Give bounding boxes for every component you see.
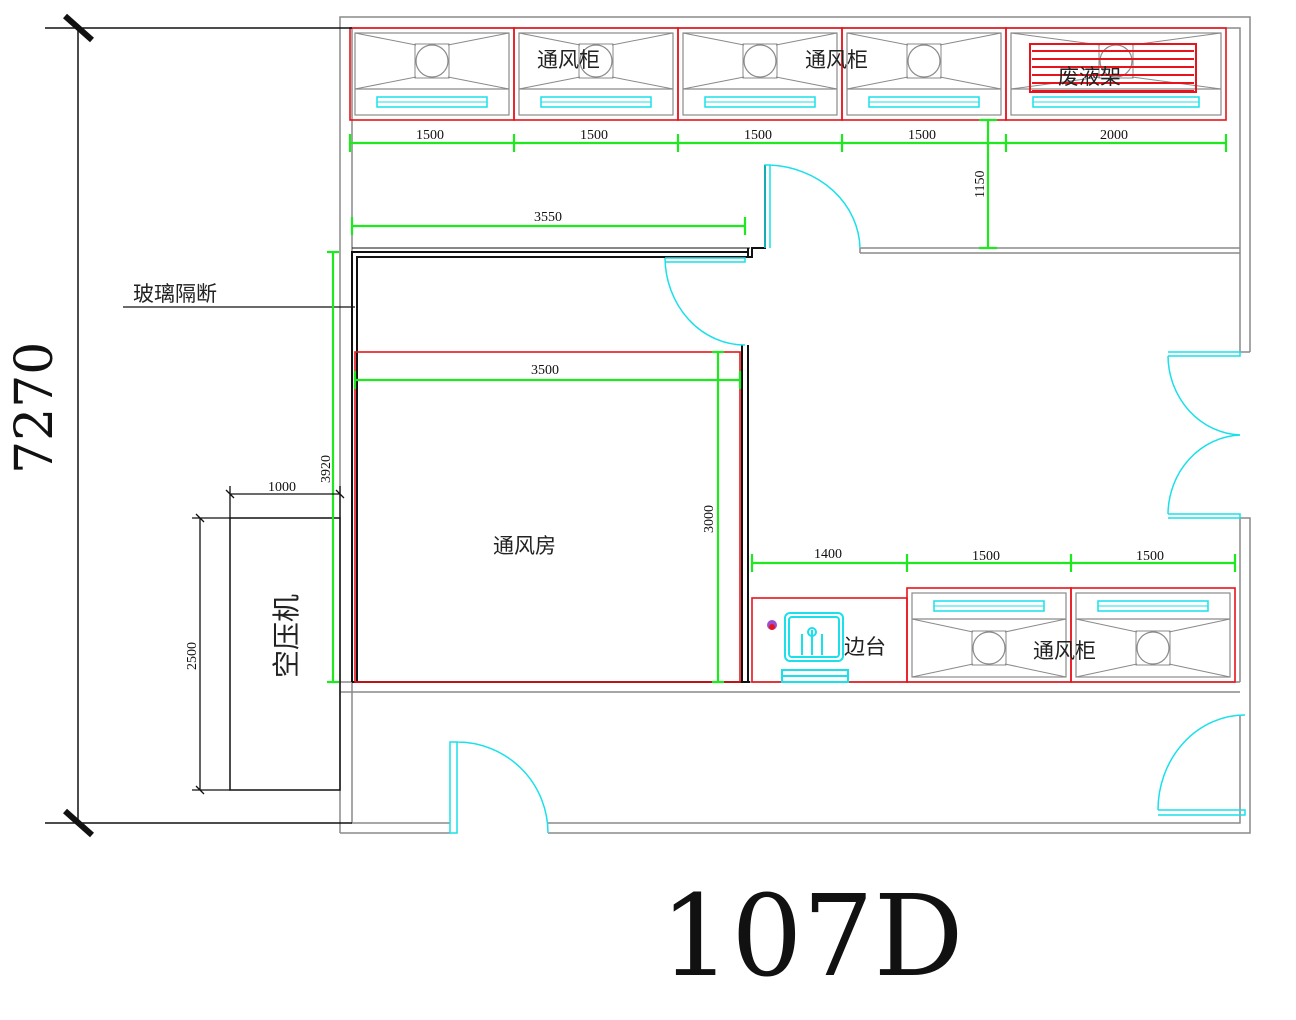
fan-box (971, 630, 1007, 666)
fume-hood-bottom-label: 通风柜 (1033, 639, 1096, 663)
room-number-title: 107D (660, 872, 964, 1002)
fume-hood-inner (1010, 32, 1222, 116)
dim-bottom-3: 1500 (1136, 549, 1164, 564)
dim-line-bottom (750, 554, 1237, 572)
side-bench-label: 边台 (844, 635, 886, 659)
doors (449, 164, 1246, 834)
fan-icon (743, 44, 777, 78)
faucet-icon (767, 620, 777, 630)
dim-bottom-1: 1400 (814, 547, 842, 562)
dim-top-1: 1500 (416, 128, 444, 143)
dim-line-corridor (979, 118, 997, 250)
fan-box (906, 43, 942, 79)
fan-icon (579, 44, 613, 78)
dim-line-partition-width (350, 217, 747, 235)
hood-lines (682, 32, 838, 90)
door-vent-room (664, 257, 746, 346)
fan-box (1135, 630, 1171, 666)
fan-icon (972, 631, 1006, 665)
waste-rack-grid (1029, 43, 1197, 93)
dim-room-width: 3500 (531, 363, 559, 378)
dimension-lines (192, 118, 1237, 795)
bottom-bench-wall (340, 681, 1240, 693)
dim-compressor-width: 1000 (268, 480, 296, 495)
hood-lines (846, 32, 1002, 90)
fume-hood-bottom-2 (1070, 587, 1236, 683)
fume-hood-outline (1070, 587, 1236, 683)
overall-dimension-line (45, 13, 352, 838)
door-right-double-lower (1167, 434, 1241, 519)
waste-rack-label: 废液架 (1058, 65, 1121, 89)
fan-box (742, 43, 778, 79)
waste-rack (1005, 27, 1227, 121)
door-bottom-left (449, 741, 549, 834)
overall-dimension-label: 7270 (5, 342, 65, 474)
dim-bottom-2: 1500 (972, 549, 1000, 564)
fume-hood-top-4 (841, 27, 1007, 121)
hood-lines (354, 32, 510, 90)
fume-hood-outline (841, 27, 1007, 121)
fume-hood-inner (518, 32, 674, 116)
fan-box (578, 43, 614, 79)
dim-line-room-width (353, 371, 742, 389)
dim-line-partition-height (327, 250, 339, 684)
fume-hood-top-2 (513, 27, 679, 121)
glass-partition (351, 165, 766, 683)
fume-hood-top-2-label: 通风柜 (805, 48, 868, 72)
dim-corridor: 1150 (973, 171, 988, 198)
hood-lines (1010, 32, 1222, 90)
glass-partition-label: 玻璃隔断 (133, 282, 217, 306)
fume-hood-inner (911, 592, 1067, 678)
dim-top-2: 1500 (580, 128, 608, 143)
fan-icon (1136, 631, 1170, 665)
fan-box (414, 43, 450, 79)
fume-hood-inner (354, 32, 510, 116)
fume-hood-outline (513, 27, 679, 121)
dim-partition-height: 3920 (319, 455, 334, 483)
door-corridor (764, 164, 861, 249)
fume-hood-outline (1005, 27, 1227, 121)
hood-lines (911, 618, 1067, 678)
sink-icon (781, 612, 849, 683)
compressor-dimension (192, 486, 345, 795)
dim-compressor-length: 2500 (185, 642, 200, 670)
door-right-bottom (1157, 714, 1246, 816)
fume-hood-bottom-1 (906, 587, 1072, 683)
fume-hood-inner (1075, 592, 1231, 678)
corridor-wall (859, 247, 1240, 254)
dim-line-compressor (192, 486, 345, 795)
fume-hood-top-3 (677, 27, 843, 121)
dim-top-4: 1500 (908, 128, 936, 143)
dim-line-top (348, 134, 1228, 152)
dim-partition-width: 3550 (534, 210, 562, 225)
fume-hood-outline (906, 587, 1072, 683)
dim-room-depth: 3000 (702, 505, 717, 533)
furniture (349, 27, 1236, 683)
ventilation-room-outline (354, 351, 741, 683)
hood-lines (1075, 618, 1231, 678)
dim-top-3: 1500 (744, 128, 772, 143)
dim-line-room-depth (712, 350, 724, 684)
fume-hood-top-1 (349, 27, 515, 121)
fume-hood-inner (846, 32, 1002, 116)
fume-hood-outline (677, 27, 843, 121)
door-right-double-upper (1167, 351, 1241, 436)
fume-hood-outline (349, 27, 515, 121)
hood-lines (518, 32, 674, 90)
fan-icon (415, 44, 449, 78)
fume-hood-inner (682, 32, 838, 116)
dim-top-5: 2000 (1100, 128, 1128, 143)
fume-hood-top-1-label: 通风柜 (537, 48, 600, 72)
right-wall-mid (1239, 517, 1251, 715)
fan-icon (907, 44, 941, 78)
air-compressor-label: 空压机 (270, 594, 303, 678)
air-compressor-outline (229, 517, 341, 791)
ventilation-room-label: 通风房 (493, 534, 556, 558)
